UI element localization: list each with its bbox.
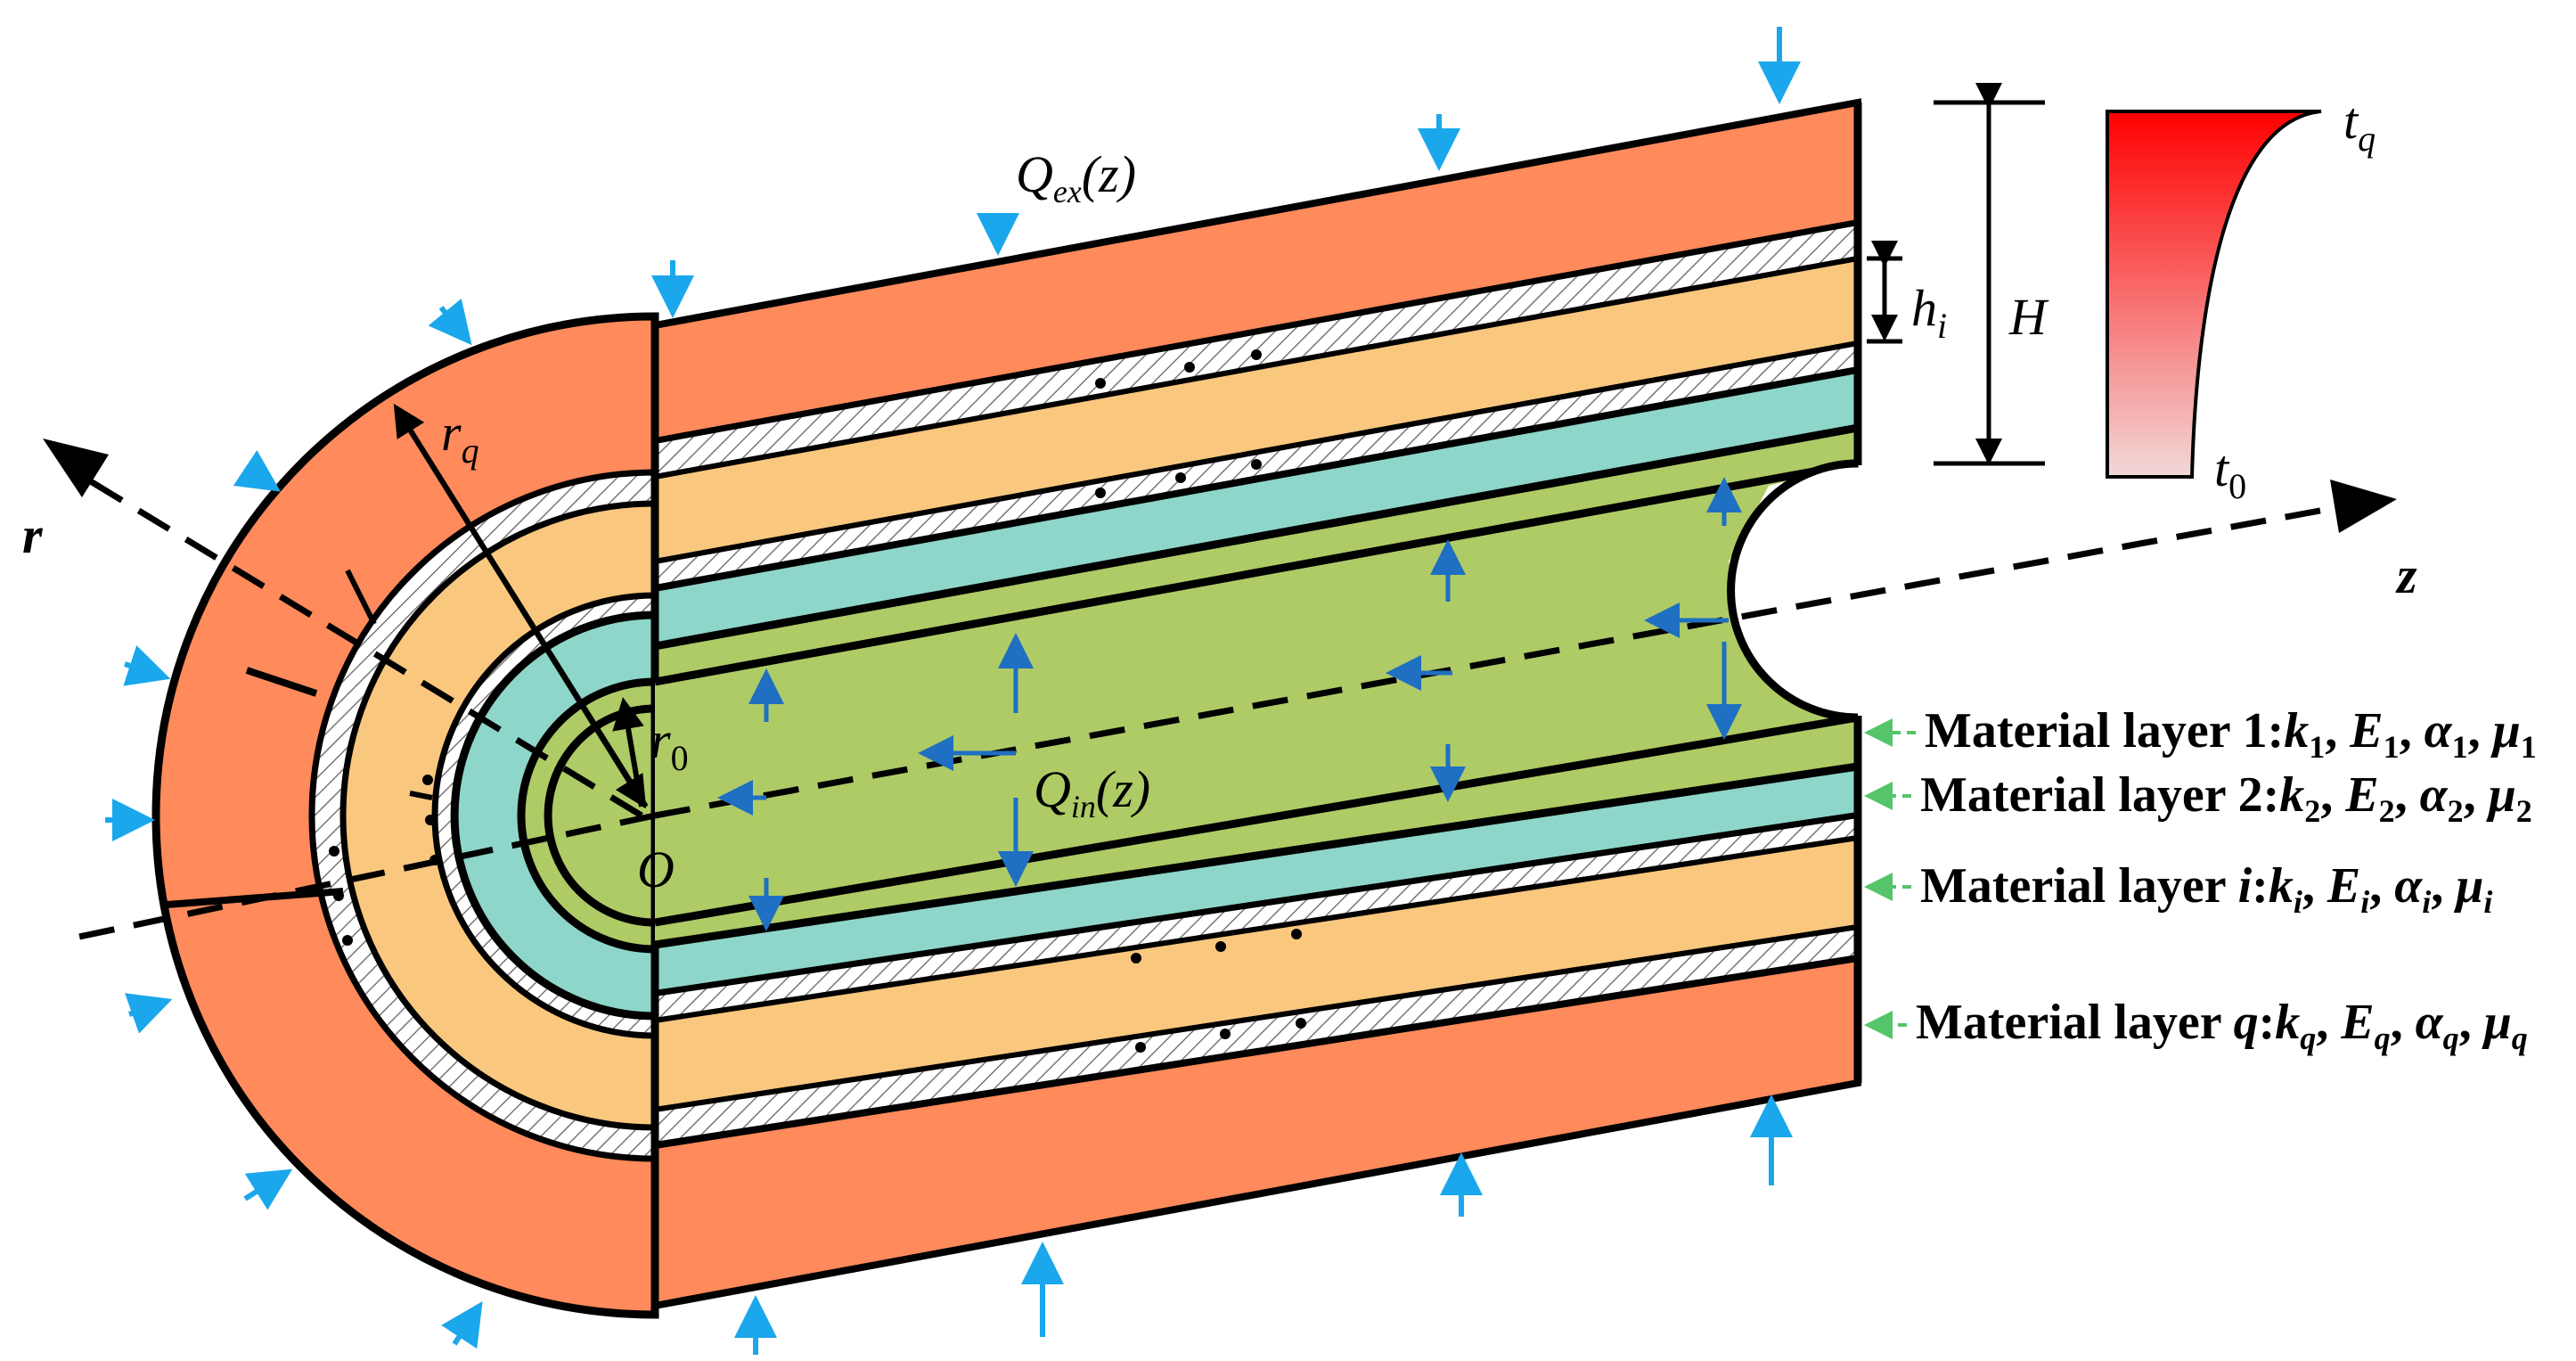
inner-green-layer [655, 428, 1858, 945]
inner-core [654, 423, 1862, 949]
z-axis-arrowhead [2330, 480, 2397, 533]
external-load-arrows [105, 27, 1801, 1355]
material-layer-i-label: Material layer i:ki, Ei, αi, μi [1920, 858, 2492, 920]
q-in-label: Qin(z) [1034, 760, 1150, 824]
bottom-dots [1131, 929, 1306, 1053]
internal-load-arrows [717, 477, 1742, 931]
r-0-label: r0 [650, 711, 689, 778]
t-0-label: t0 [2214, 439, 2246, 506]
z-axis-label: z [2395, 546, 2417, 604]
straight-top-band [651, 98, 1861, 651]
top-dots [1095, 349, 1262, 498]
t-q-label: tq [2343, 92, 2376, 159]
r-axis-lower-dash [61, 812, 656, 944]
material-layer-1-label: Material layer 1:k1, E1, α1, μ1 [1925, 703, 2537, 765]
r-q-label: rq [441, 404, 479, 471]
r-axis-label: r [22, 506, 43, 564]
material-layer-q-label: Material layer q:kq, Eq, αq, μq [1916, 995, 2528, 1056]
bore-notch [1727, 459, 1859, 722]
r-axis-arrowhead [43, 439, 109, 497]
dimension-lines [1867, 83, 2045, 466]
h-i-label: hi [1911, 279, 1947, 346]
temperature-profile [2106, 110, 2322, 479]
curved-end [151, 312, 659, 1319]
r-0-arrow [612, 697, 644, 808]
material-layer-labels: Material layer 1:k1, E1, α1, μ1 Material… [1916, 703, 2537, 1056]
temperature-gradient-shape [2106, 110, 2322, 479]
origin-label: O [637, 840, 675, 898]
q-ex-label: Qex(z) [1016, 145, 1136, 209]
curved-inner-bore [544, 704, 659, 927]
label-leader-arrows [1864, 718, 1916, 1039]
H-label: H [2008, 288, 2049, 346]
material-layer-2-label: Material layer 2:k2, E2, α2, μ2 [1920, 767, 2532, 829]
r-q-arrow-back [394, 406, 647, 809]
